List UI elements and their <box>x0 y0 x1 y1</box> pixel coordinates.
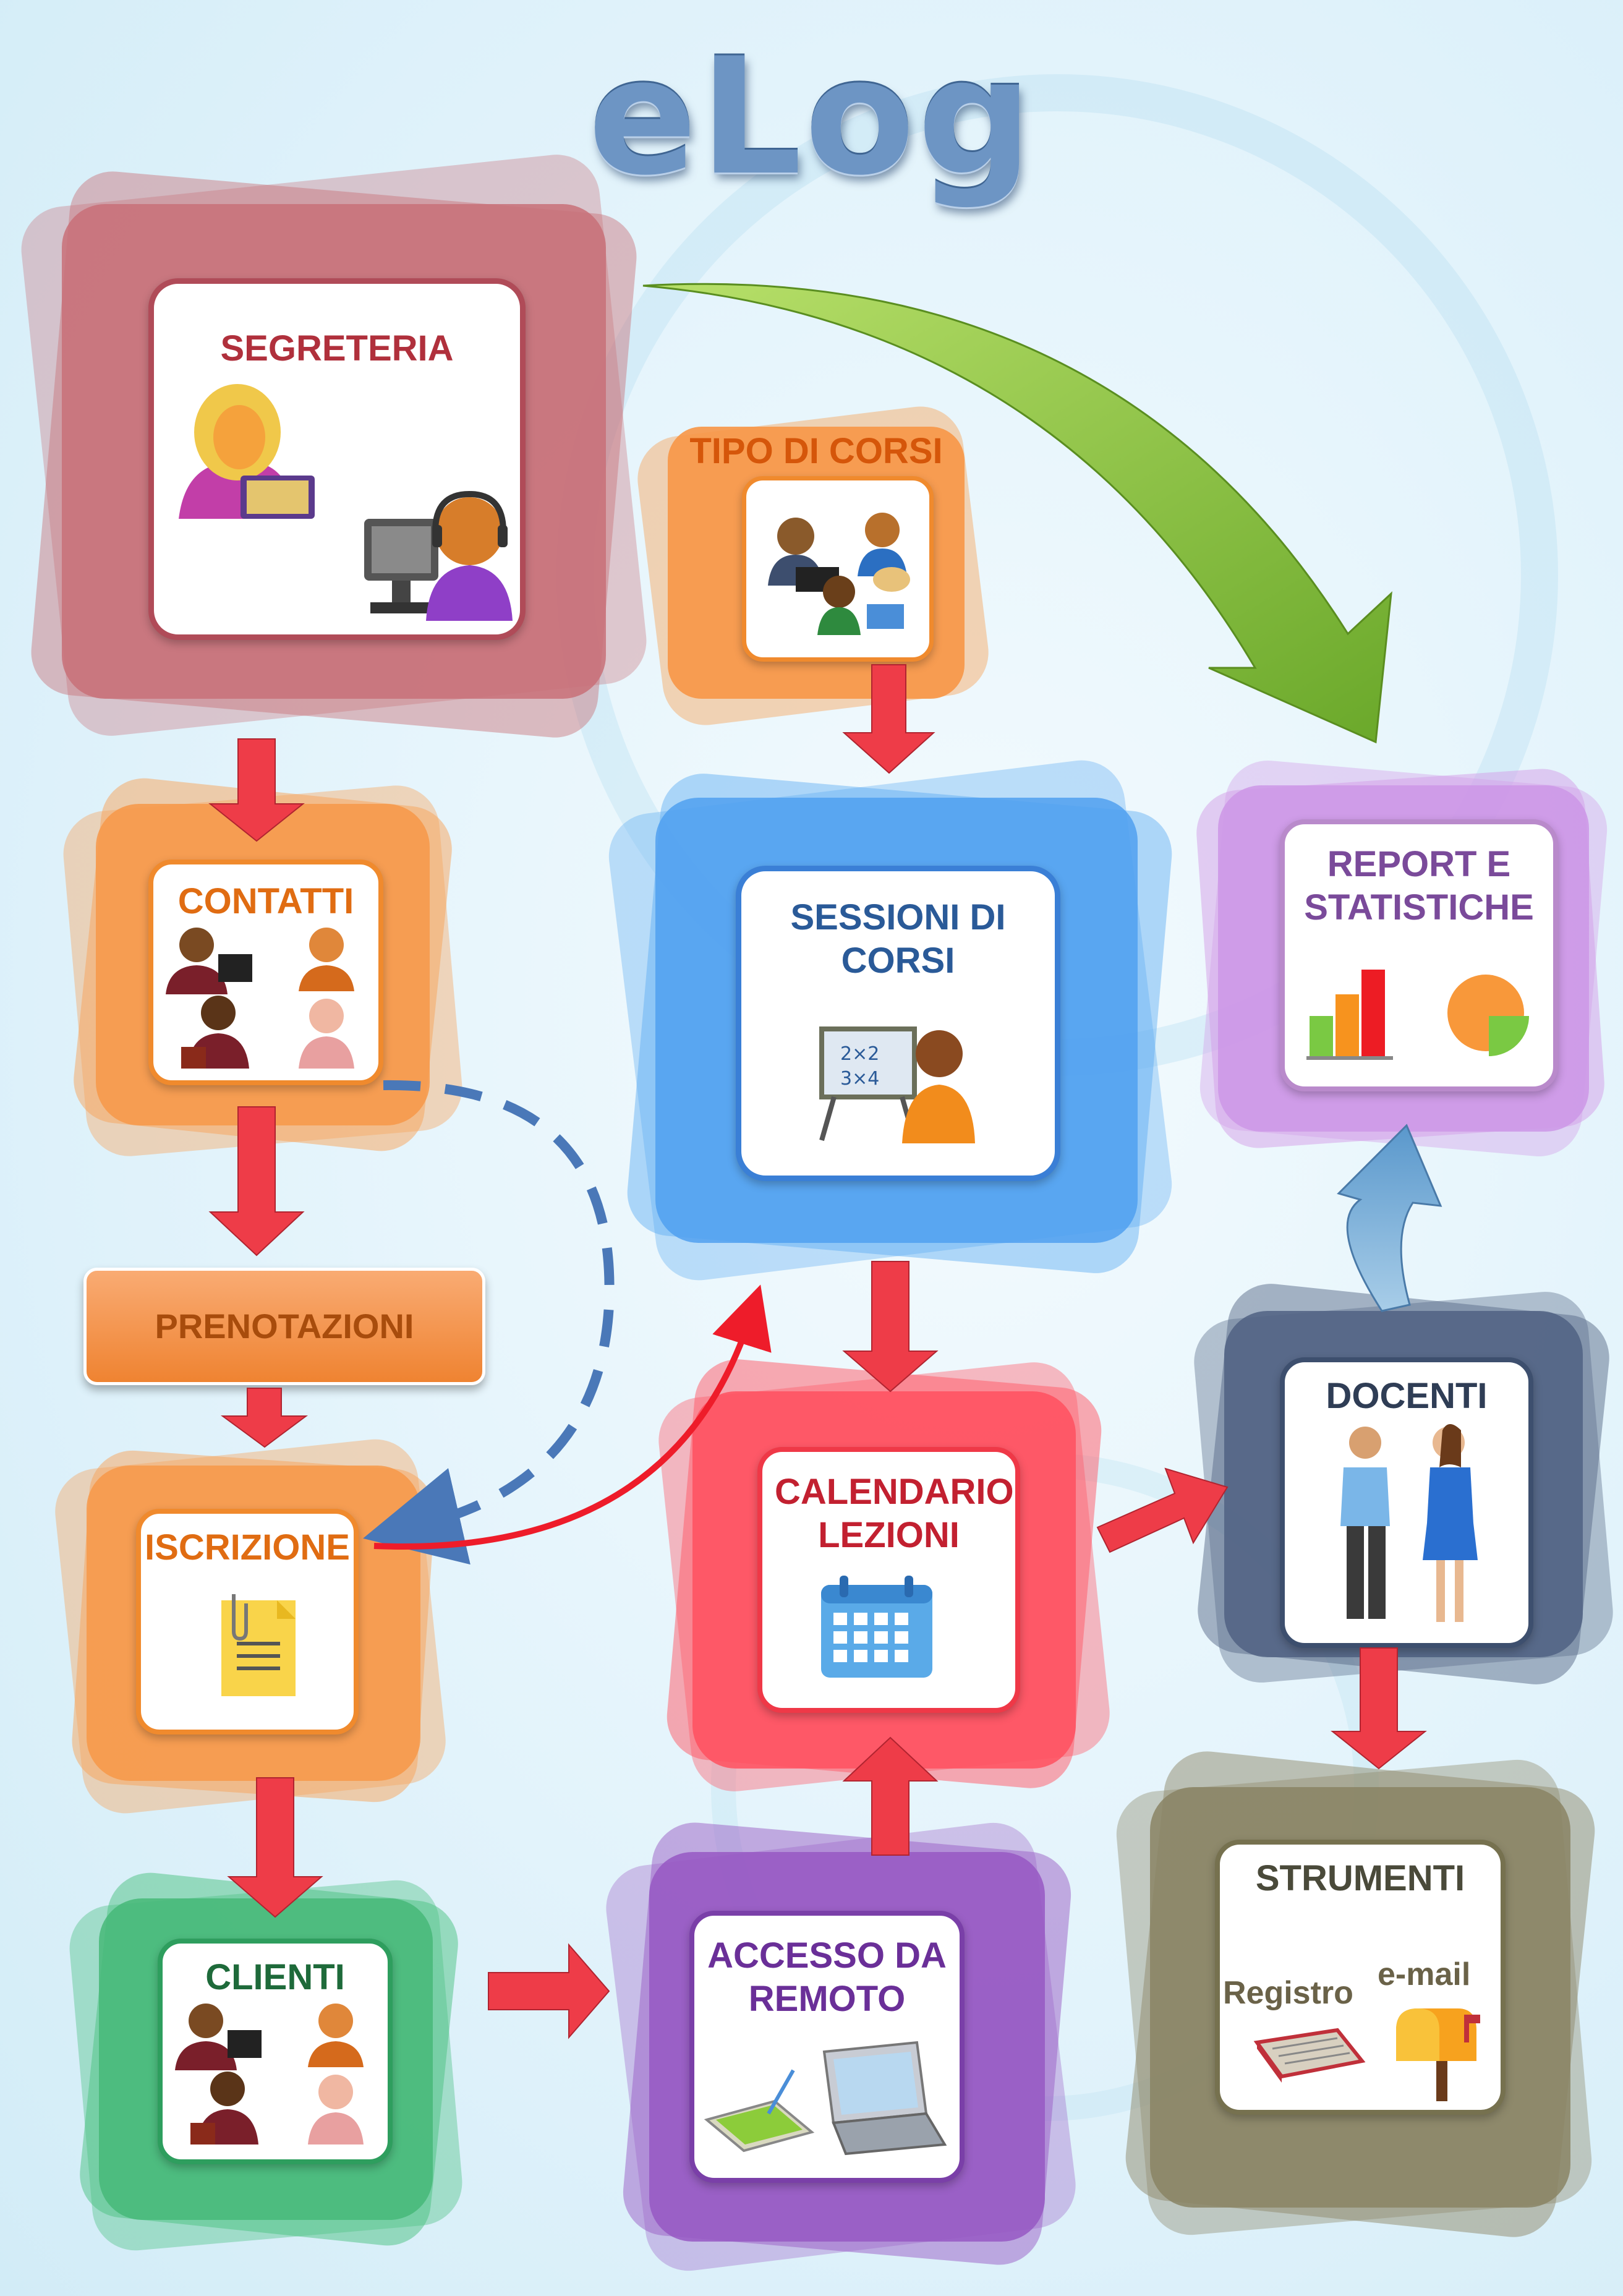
red-block-arrows <box>208 664 1427 2039</box>
card: DOCENTI <box>1280 1357 1533 1648</box>
card: CALENDARIO LEZIONI <box>757 1447 1020 1713</box>
registro-label: Registro <box>1223 1975 1353 2011</box>
node-docenti[interactable]: DOCENTI <box>1190 1279 1617 1689</box>
node-label: TIPO DI CORSI <box>689 431 943 471</box>
bar-chart-icon <box>1306 970 1393 1060</box>
card: CLIENTI <box>158 1939 393 2164</box>
arrow-iscrizione-to-clienti <box>227 1777 323 1918</box>
node-clienti[interactable]: CLIENTI <box>66 1868 470 2255</box>
node-label: ISCRIZIONE <box>145 1527 350 1568</box>
node-label: CONTATTI <box>177 881 354 921</box>
arrow-docenti-to-strumenti <box>1331 1647 1427 1770</box>
register-book-icon <box>1253 2028 1366 2083</box>
arrow-prenotazioni-to-iscrizione <box>220 1388 309 1448</box>
arrow-segreteria-to-report <box>642 283 1392 744</box>
node-label: CALENDARIO LEZIONI <box>775 1472 1014 1555</box>
arrow-contatti-to-prenotazioni <box>208 1106 305 1257</box>
arrow-accesso-to-calendario <box>842 1736 939 1856</box>
arrow-clienti-to-accesso <box>488 1943 610 2039</box>
tablet-icon <box>704 2069 815 2153</box>
node-label: STRUMENTI <box>1255 1858 1465 1898</box>
course-types-icon <box>768 513 910 635</box>
arrow-calendario-to-docenti <box>1096 1467 1229 1553</box>
node-report[interactable]: REPORT E STATISTICHE <box>1193 757 1614 1160</box>
laptop-icon <box>822 2041 947 2156</box>
svg-text:2×2: 2×2 <box>840 1043 879 1065</box>
node-label: SEGRETERIA <box>220 328 454 369</box>
teachers-icon <box>1340 1424 1478 1622</box>
arrow-sessioni-to-calendario <box>842 1261 939 1393</box>
secretary-icon <box>179 384 315 519</box>
card: ISCRIZIONE <box>136 1509 359 1735</box>
card: CONTATTI <box>148 860 383 1085</box>
business-people-icon <box>175 2004 364 2144</box>
mailbox-icon <box>1396 2008 1480 2101</box>
arrow-tipo-to-sessioni <box>842 664 935 774</box>
email-label: e-mail <box>1378 1957 1471 1992</box>
node-contatti[interactable]: CONTATTI <box>59 774 466 1160</box>
node-label: PRENOTAZIONI <box>155 1307 414 1346</box>
business-people-icon <box>166 928 354 1069</box>
svg-text:3×4: 3×4 <box>840 1068 879 1090</box>
node-label: SESSIONI DI CORSI <box>790 897 1006 981</box>
page-title: eLog <box>588 24 1035 211</box>
node-segreteria[interactable]: SEGRETERIA <box>17 150 651 741</box>
node-tipo-corsi[interactable]: TIPO DI CORSI <box>633 401 995 730</box>
card: STRUMENTI Registro e-mail <box>1215 1840 1506 2115</box>
arrow-docenti-to-report <box>1337 1124 1442 1312</box>
call-center-operator-icon <box>364 490 513 621</box>
node-calendario[interactable]: CALENDARIO LEZIONI <box>654 1355 1114 1796</box>
card: ACCESSO DA REMOTO <box>689 1911 965 2183</box>
card <box>742 476 934 662</box>
node-label: CLIENTI <box>205 1957 345 1997</box>
arrow-segreteria-to-contatti <box>208 738 305 842</box>
node-sessioni[interactable]: SESSIONI DI CORSI 2×2 3×4 <box>603 755 1177 1286</box>
node-label: REPORT E STATISTICHE <box>1304 844 1534 928</box>
card: REPORT E STATISTICHE <box>1280 819 1558 1091</box>
node-accesso[interactable]: ACCESSO DA REMOTO <box>601 1817 1081 2276</box>
dashed-arrow-contatti-to-iscrizione <box>363 1080 615 1565</box>
calendar-icon <box>821 1576 932 1678</box>
document-clip-icon <box>221 1594 296 1696</box>
arrow-iscrizione-to-sessioni <box>373 1284 772 1550</box>
node-strumenti[interactable]: STRUMENTI Registro e-mail <box>1112 1747 1601 2245</box>
pie-chart-icon <box>1447 975 1529 1056</box>
node-label: DOCENTI <box>1326 1376 1488 1416</box>
card: SESSIONI DI CORSI 2×2 3×4 <box>736 866 1060 1181</box>
node-label: ACCESSO DA REMOTO <box>707 1935 947 2019</box>
card: SEGRETERIA <box>148 278 526 640</box>
node-prenotazioni[interactable]: PRENOTAZIONI <box>83 1268 485 1385</box>
teacher-blackboard-icon: 2×2 3×4 <box>819 1026 975 1143</box>
